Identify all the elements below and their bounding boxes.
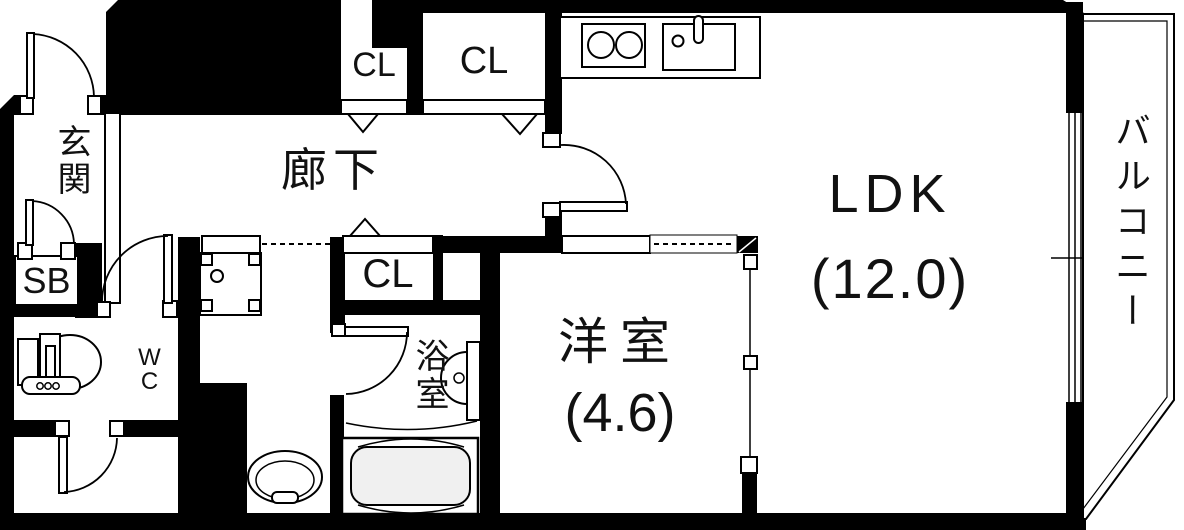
fixtures xyxy=(17,15,761,516)
toilet-icon xyxy=(17,333,102,395)
wc-label: WC xyxy=(136,344,163,392)
thin-walls xyxy=(14,112,121,306)
bath-floor-curve xyxy=(345,420,478,431)
ldk-size: (12.0) xyxy=(810,247,970,310)
ldk-label: LDK xyxy=(828,164,952,224)
bathroom-vanity-icon xyxy=(440,341,481,421)
gas-stove-icon xyxy=(581,23,646,68)
corridor-label: 廊下 xyxy=(281,144,385,196)
entry-door xyxy=(26,32,95,99)
closet1-label: CL xyxy=(352,46,396,84)
closet1-folding-door-icon xyxy=(345,113,381,134)
wash-basin-icon xyxy=(247,450,323,504)
bathtub-icon xyxy=(340,436,480,516)
entrance-hall-door xyxy=(25,199,75,246)
shoe-box-cabinet xyxy=(14,255,79,306)
western-room-label: 洋室 xyxy=(558,314,682,370)
balcony-outline xyxy=(1079,13,1175,520)
shoe-box-label: SB xyxy=(22,260,71,301)
walls xyxy=(0,0,1086,530)
entrance-partition-wall xyxy=(104,112,121,304)
doors xyxy=(25,32,628,494)
ldk-door xyxy=(559,144,628,212)
closet2-folding-door-icon xyxy=(499,113,540,136)
room-opening-solid xyxy=(561,235,651,254)
closet3-strip xyxy=(342,235,434,254)
kitchen-sink-icon xyxy=(662,15,736,71)
bathroom-label: 浴室 xyxy=(410,338,448,414)
balcony-label: バルコニー xyxy=(1110,112,1151,337)
closet2-strip xyxy=(422,99,546,115)
sliding-partition xyxy=(740,254,758,474)
bathroom-door xyxy=(344,326,409,395)
balcony-window xyxy=(1051,113,1099,402)
entrance-label: 玄関 xyxy=(52,124,90,198)
closet1-strip xyxy=(340,99,408,115)
kitchen-counter xyxy=(559,15,761,79)
closet3-folding-door-icon xyxy=(347,217,383,237)
washroom-door xyxy=(58,436,118,494)
washroom-shelf xyxy=(201,235,261,254)
openings xyxy=(201,13,1175,520)
wc-door xyxy=(101,234,173,304)
western-room-size: (4.6) xyxy=(564,383,676,443)
closet3-label: CL xyxy=(362,252,414,296)
corner-mark xyxy=(738,237,757,253)
closet2-label: CL xyxy=(459,40,509,82)
washing-machine-pan-icon xyxy=(199,252,262,316)
